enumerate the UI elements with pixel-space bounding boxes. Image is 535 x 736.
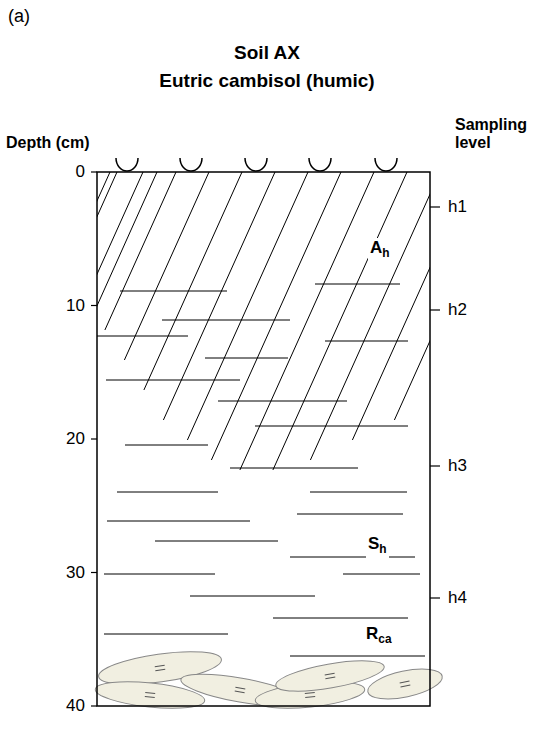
stroke xyxy=(205,358,288,359)
stroke xyxy=(145,692,155,693)
stone xyxy=(365,663,445,704)
depth-value: 10 xyxy=(66,296,85,316)
stroke xyxy=(155,669,165,670)
stroke xyxy=(297,514,403,515)
depth-value: 30 xyxy=(66,563,85,583)
sampling-level: h2 xyxy=(448,300,467,320)
stroke xyxy=(400,681,410,683)
horizon-label: Ah xyxy=(368,238,392,261)
stroke xyxy=(305,696,315,697)
stroke xyxy=(91,171,97,172)
stroke xyxy=(91,572,97,573)
stroke xyxy=(273,172,407,470)
stroke xyxy=(394,172,430,420)
surface-symbols xyxy=(116,158,397,171)
stroke xyxy=(218,401,347,402)
bedrock-stones xyxy=(94,646,445,713)
stroke xyxy=(187,172,308,440)
vegetation-symbol xyxy=(375,158,397,171)
humus-hatching xyxy=(97,172,430,470)
stroke xyxy=(235,687,245,689)
stroke xyxy=(273,618,408,619)
stroke xyxy=(91,438,97,439)
stroke xyxy=(155,665,165,666)
stroke xyxy=(310,492,407,493)
stroke xyxy=(290,656,425,657)
stroke xyxy=(430,465,440,466)
stroke xyxy=(97,172,157,462)
stroke xyxy=(190,596,315,597)
stroke xyxy=(240,172,374,470)
stroke xyxy=(97,336,188,337)
title: Soil AX xyxy=(234,42,300,64)
vegetation-symbol xyxy=(180,158,202,171)
stroke xyxy=(310,172,430,460)
stroke xyxy=(163,172,275,420)
vegetation-symbol xyxy=(309,158,331,171)
horizon-label: Sh xyxy=(366,534,389,557)
stroke xyxy=(124,172,209,360)
panel-label: (a) xyxy=(8,6,30,27)
stone-outline xyxy=(365,663,445,704)
stroke xyxy=(430,309,440,310)
stroke xyxy=(430,597,440,598)
stroke xyxy=(305,692,315,693)
subtitle: Eutric cambisol (humic) xyxy=(159,70,374,92)
stroke xyxy=(105,172,176,330)
depth-value: 0 xyxy=(76,162,85,182)
horizon-lines xyxy=(97,284,425,656)
stroke xyxy=(106,380,240,381)
depth-value: 20 xyxy=(66,429,85,449)
axis-title: Sampling level xyxy=(455,116,531,153)
stroke xyxy=(145,696,155,697)
profile-box xyxy=(97,172,430,706)
sampling-level: h1 xyxy=(448,197,467,217)
stroke xyxy=(325,673,335,675)
stroke xyxy=(401,685,411,687)
stroke xyxy=(230,468,358,469)
depth-value: 40 xyxy=(66,696,85,716)
stroke xyxy=(104,574,215,575)
stroke xyxy=(104,634,228,635)
sampling-level: h4 xyxy=(448,588,467,608)
axis-ticks xyxy=(91,172,440,706)
stroke xyxy=(91,305,97,306)
horizon-label: Rca xyxy=(364,624,394,647)
stroke xyxy=(235,691,245,693)
stroke xyxy=(91,705,97,706)
stroke xyxy=(117,492,218,493)
stroke xyxy=(430,206,440,207)
stroke xyxy=(107,521,250,522)
stroke xyxy=(290,557,415,558)
stroke xyxy=(144,172,242,390)
stroke xyxy=(97,172,117,462)
vegetation-symbol xyxy=(116,158,138,171)
stroke xyxy=(125,445,208,446)
stroke xyxy=(343,574,420,575)
stroke xyxy=(120,291,227,292)
stroke xyxy=(325,341,408,342)
sampling-level: h3 xyxy=(448,456,467,476)
stroke xyxy=(352,172,430,440)
stroke xyxy=(325,677,335,679)
stroke xyxy=(162,320,290,321)
stroke xyxy=(315,284,400,285)
stroke xyxy=(155,541,278,542)
stroke xyxy=(97,172,143,300)
stroke xyxy=(255,426,408,427)
stroke xyxy=(211,172,341,460)
vegetation-symbol xyxy=(245,158,267,171)
axis-title: Depth (cm) xyxy=(6,134,90,152)
